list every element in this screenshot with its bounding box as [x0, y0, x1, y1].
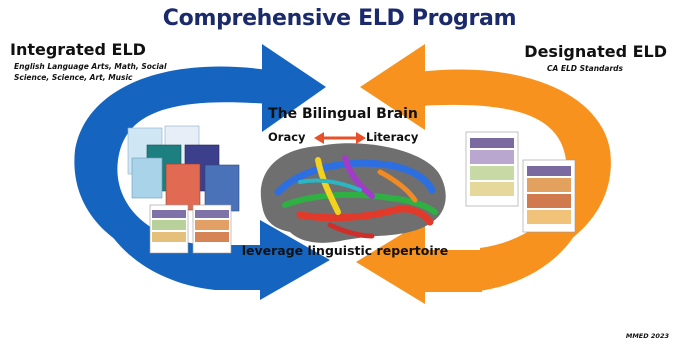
brain-caption: leverage linguistic repertoire [241, 243, 449, 258]
bilingual-brain-image [260, 143, 446, 243]
eld-standards-charts-image [465, 131, 576, 233]
page-title: Comprehensive ELD Program [162, 6, 517, 31]
integrated-eld-heading: Integrated ELD [10, 40, 146, 59]
bilingual-brain-title: The Bilingual Brain [268, 106, 418, 122]
literacy-label: Literacy [366, 130, 419, 144]
oracy-label: Oracy [268, 130, 306, 144]
double-arrow-icon [314, 132, 366, 144]
designated-eld-heading: Designated ELD [524, 42, 667, 61]
integrated-eld-subjects: English Language Arts, Math, Social Scie… [14, 62, 167, 82]
designated-eld-standards: CA ELD Standards [546, 64, 623, 73]
credit-label: MMED 2023 [625, 332, 669, 340]
curriculum-books-image [127, 125, 240, 254]
